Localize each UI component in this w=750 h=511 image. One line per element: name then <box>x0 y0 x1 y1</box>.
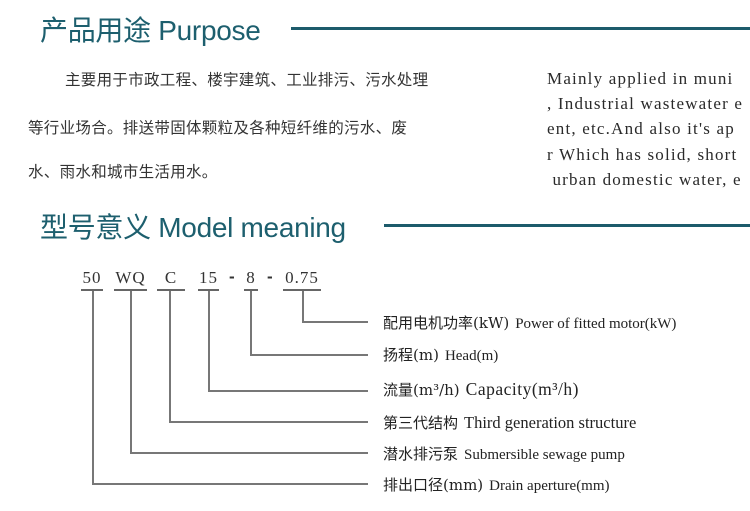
label-cn: 第三代结构 <box>383 414 459 432</box>
code-separator: - <box>229 267 235 286</box>
purpose-cn-line: 主要用于市政工程、楼宇建筑、工业排污、污水处理 <box>65 71 429 89</box>
code-part-diameter: 50 <box>81 268 103 291</box>
code-underline <box>157 289 185 291</box>
label-head: 扬程(m) Head(m) <box>383 344 498 365</box>
connector-horizontal-generation <box>169 421 368 423</box>
label-en: Third generation structure <box>464 413 637 432</box>
connector-vertical-capacity <box>208 291 210 391</box>
connector-vertical-power <box>302 291 304 322</box>
model-heading-rule <box>384 224 750 227</box>
label-capacity: 流量(m³/h) Capacity(m³/h) <box>383 379 579 400</box>
label-cn: 流量(m³/h) <box>383 381 460 399</box>
code-part-head: 8 <box>244 268 258 291</box>
code-part-text: C <box>164 268 178 287</box>
code-part-text: 50 <box>82 268 102 287</box>
code-underline <box>244 289 258 291</box>
connector-vertical-generation <box>169 291 171 422</box>
purpose-heading-rule <box>291 27 750 30</box>
code-part-text: 0.75 <box>285 268 319 287</box>
code-underline <box>198 289 219 291</box>
model-heading: 型号意义 Model meaning <box>40 212 346 243</box>
label-cn: 排出口径(mm) <box>383 476 484 494</box>
code-part-text: 8 <box>246 268 256 287</box>
code-underline <box>114 289 147 291</box>
label-en: Drain aperture(mm) <box>489 478 610 494</box>
purpose-en-line: r Which has solid, short <box>547 145 738 164</box>
label-cn: 扬程(m) <box>383 346 439 364</box>
purpose-en-line: urban domestic water, e <box>547 170 742 189</box>
label-power: 配用电机功率(kW) Power of fitted motor(kW) <box>383 312 676 333</box>
connector-horizontal-power <box>302 321 368 323</box>
purpose-en-line: ent, etc.And also it's ap <box>547 119 735 138</box>
label-type: 潜水排污泵 Submersible sewage pump <box>383 443 625 464</box>
connector-horizontal-capacity <box>208 390 368 392</box>
connector-vertical-head <box>250 291 252 355</box>
label-cn: 潜水排污泵 <box>383 445 459 463</box>
code-underline <box>81 289 103 291</box>
label-diameter: 排出口径(mm) Drain aperture(mm) <box>383 474 610 495</box>
code-part-generation: C <box>157 268 185 291</box>
code-part-capacity: 15 <box>198 268 219 291</box>
purpose-cn-line: 等行业场合。排送带固体颗粒及各种短纤维的污水、废 <box>28 119 408 137</box>
label-cn: 配用电机功率(kW) <box>383 314 510 332</box>
connector-horizontal-head <box>250 354 368 356</box>
label-generation: 第三代结构 Third generation structure <box>383 412 636 433</box>
label-en: Capacity(m³/h) <box>465 379 579 399</box>
label-en: Head(m) <box>444 348 499 364</box>
connector-vertical-type <box>130 291 132 453</box>
connector-horizontal-type <box>130 452 368 454</box>
label-en: Power of fitted motor(kW) <box>515 316 677 332</box>
purpose-heading: 产品用途 Purpose <box>40 15 261 46</box>
purpose-en-line: Mainly applied in muni <box>547 69 734 88</box>
code-part-power: 0.75 <box>283 268 321 291</box>
label-en: Submersible sewage pump <box>464 447 625 463</box>
connector-horizontal-diameter <box>92 483 368 485</box>
code-part-text: 15 <box>199 268 218 287</box>
code-underline <box>283 289 321 291</box>
purpose-cn-line: 水、雨水和城市生活用水。 <box>28 163 218 181</box>
code-part-text: WQ <box>115 268 146 287</box>
code-part-type: WQ <box>114 268 147 291</box>
purpose-en-line: , Industrial wastewater e <box>547 94 744 113</box>
code-separator: - <box>267 267 273 286</box>
connector-vertical-diameter <box>92 291 94 484</box>
